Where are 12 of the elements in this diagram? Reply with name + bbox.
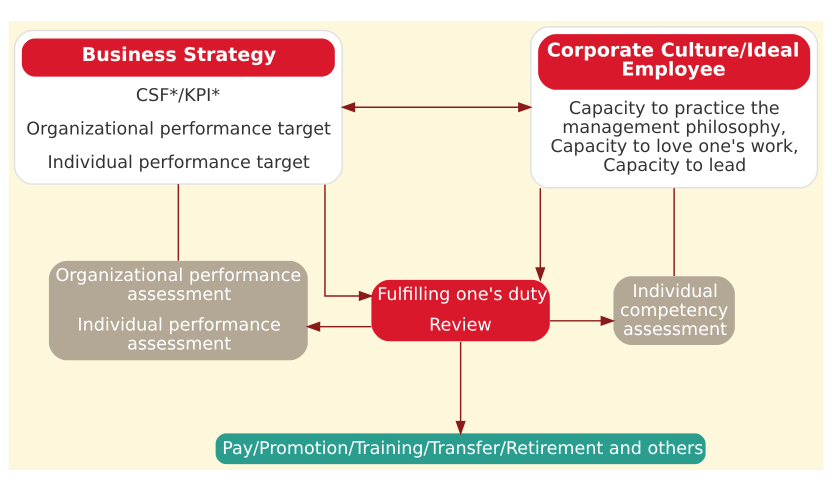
arrow (340, 102, 533, 112)
node-box: Fulfilling one's duty Review (371, 280, 550, 342)
arrow (455, 342, 466, 436)
node-box: Organizational performance assessment Individual performance assessment (48, 260, 308, 360)
node-box: Pay/Promotion/Training/Transfer/Retirement and others (216, 433, 706, 464)
arrow (535, 188, 546, 282)
connector (673, 188, 675, 276)
connector (178, 184, 180, 261)
arrow (550, 316, 616, 326)
arrow (324, 184, 374, 302)
arrow (306, 322, 372, 332)
node-box: Individual competency assessment (613, 276, 735, 345)
